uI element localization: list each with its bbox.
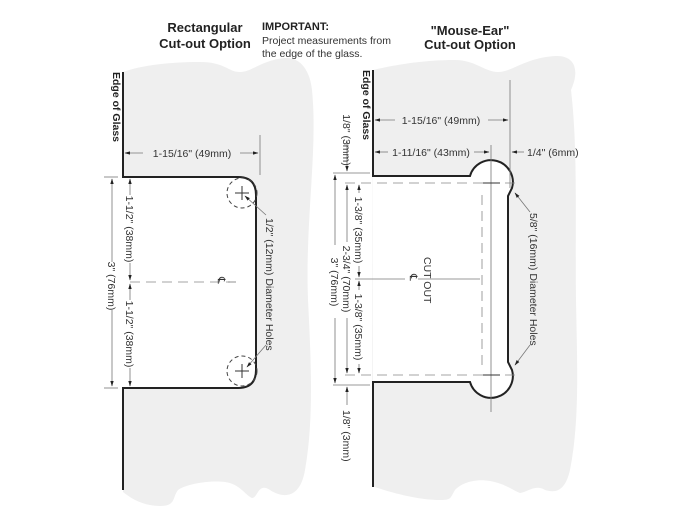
- right-cutout-label: CUT OUT: [421, 257, 433, 304]
- left-width-dim: 1-15/16" (49mm): [153, 148, 231, 160]
- right-bottom-gap-dim: 1/8" (3mm): [340, 410, 352, 462]
- important-line1: Project measurements from: [262, 35, 391, 47]
- important-heading: IMPORTANT:: [262, 21, 329, 33]
- right-total-dim: 3" (76mm): [328, 258, 340, 307]
- right-hole-span-dim: 2-3/4" (70mm): [340, 246, 352, 313]
- right-hole-leader-top: [514, 192, 531, 213]
- right-title-line1: "Mouse-Ear": [431, 23, 510, 38]
- left-total-dim: 3" (76mm): [105, 262, 117, 311]
- left-title-line2: Cut-out Option: [159, 36, 251, 51]
- right-hole-note: 5/8" (16mm) Diameter Holes: [527, 213, 539, 346]
- left-upper-half-dim: 1-1/2" (38mm): [123, 196, 135, 263]
- right-hole-leader-bottom: [514, 344, 531, 366]
- right-edge-label: Edge of Glass: [360, 70, 372, 140]
- left-hole-leader-bottom: [246, 344, 267, 368]
- left-hole-top: [226, 177, 258, 209]
- right-upper-half-dim: 1-3/8" (35mm): [352, 197, 364, 264]
- right-title-line2: Cut-out Option: [424, 37, 516, 52]
- right-cutout-outline: [372, 70, 514, 487]
- right-inner-width-dim: 1-11/16" (43mm): [392, 147, 470, 159]
- left-edge-label: Edge of Glass: [110, 72, 122, 142]
- left-title-line1: Rectangular: [167, 20, 242, 35]
- right-width-dim: 1-15/16" (49mm): [402, 115, 480, 127]
- left-hole-leader-top: [244, 195, 267, 216]
- right-centerline-symbol: ℄: [407, 273, 419, 281]
- left-panel: Edge of Glass 1-15/16" (49mm) 3" (76mm) …: [104, 57, 314, 506]
- left-cutout-area: [123, 177, 256, 388]
- left-centerline-symbol: ℄: [215, 276, 227, 284]
- right-lower-half-dim: 1-3/8" (35mm): [352, 294, 364, 361]
- left-cutout-outline: [122, 72, 257, 490]
- important-line2: the edge of the glass.: [262, 48, 362, 60]
- left-lower-half-dim: 1-1/2" (38mm): [123, 301, 135, 368]
- right-top-gap-dim: 1/8" (3mm): [340, 114, 352, 166]
- right-offset-dim: 1/4" (6mm): [527, 147, 579, 159]
- left-hole-bottom: [226, 355, 258, 387]
- left-hole-note: 1/2" (12mm) Diameter Holes: [263, 218, 275, 351]
- right-panel: Edge of Glass 1-15/16" (49mm) 1-11/16" (…: [328, 55, 579, 500]
